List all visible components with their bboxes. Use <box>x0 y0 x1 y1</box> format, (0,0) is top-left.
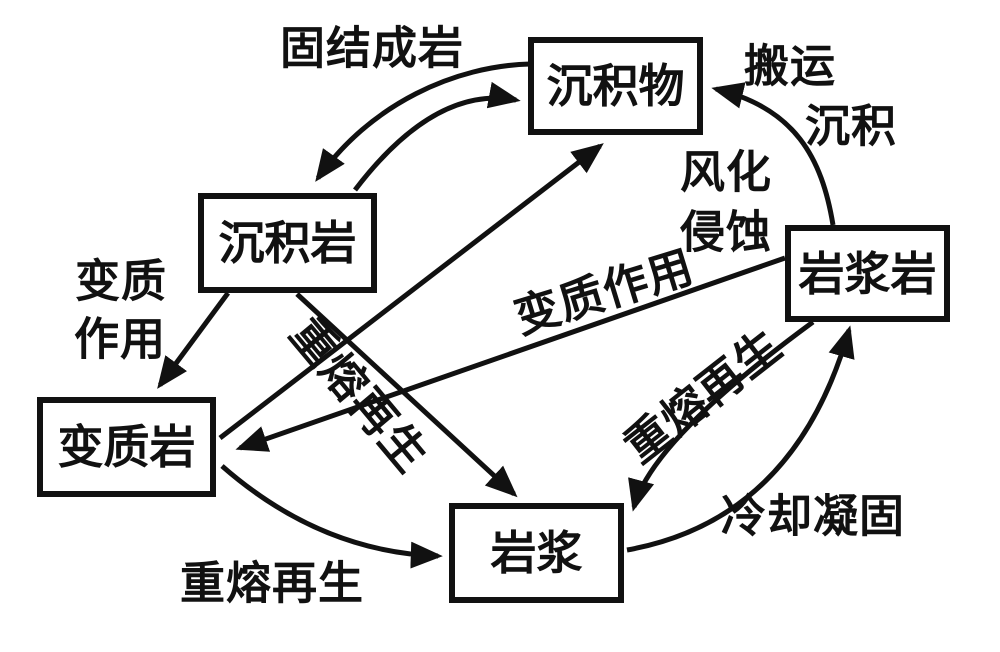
label-transport: 搬运 <box>743 39 837 93</box>
arrow-metamorphic-to-magma <box>220 464 443 569</box>
arrow-sedimentary-to-sediment <box>353 81 521 192</box>
arrow-magma-to-igneous <box>626 325 855 553</box>
arrow-sediment-to-sedimentary <box>315 61 531 182</box>
label-consolidation: 固结成岩 <box>279 21 465 75</box>
arrow-igneous-to-metamorphic <box>235 255 786 452</box>
node-igneous-rock: 岩浆岩 <box>785 225 950 322</box>
node-metamorphic-rock: 变质岩 <box>37 397 216 497</box>
label-erosion: 侵蚀 <box>679 205 773 259</box>
arrow-metamorphic-to-sediment <box>218 143 604 440</box>
arrow-igneous-to-sediment <box>711 82 836 226</box>
label-deposition: 沉积 <box>804 99 898 153</box>
node-sedimentary-rock: 沉积岩 <box>198 193 377 293</box>
node-magma: 岩浆 <box>449 503 624 603</box>
node-sediment: 沉积物 <box>528 37 703 135</box>
node-sediment-label: 沉积物 <box>546 59 685 113</box>
arrow-sedimentary-to-metamorphic <box>157 291 231 389</box>
arrow-sedimentary-to-magma <box>295 292 518 498</box>
label-cooling-solidification: 冷却凝固 <box>720 489 906 543</box>
label-weathering: 风化 <box>679 145 773 199</box>
node-igneous-rock-label: 岩浆岩 <box>798 246 937 301</box>
node-magma-label: 岩浆 <box>490 526 583 580</box>
label-metamorphism-line1: 变质 <box>74 254 168 308</box>
label-remelting-bottom: 重熔再生 <box>179 556 365 610</box>
label-metamorphism-line2: 作用 <box>73 312 167 366</box>
arrow-igneous-to-magma <box>628 319 815 512</box>
node-sedimentary-rock-label: 沉积岩 <box>218 216 357 270</box>
node-metamorphic-rock-label: 变质岩 <box>57 420 196 474</box>
